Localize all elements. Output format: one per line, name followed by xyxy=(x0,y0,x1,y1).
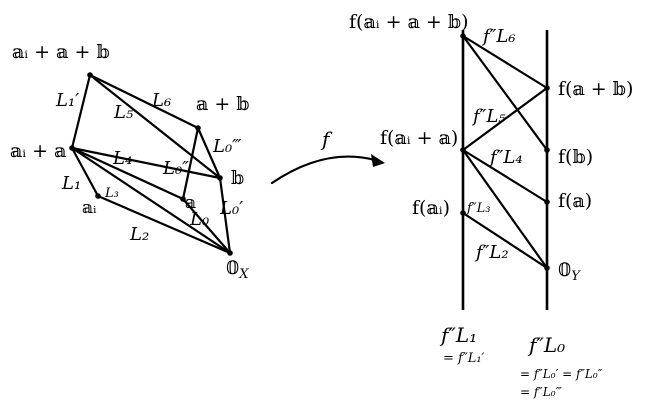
vertex-a xyxy=(180,196,186,202)
right-figure: f(𝕒ᵢ + 𝕒 + 𝕓) f(𝕒 + 𝕓) f(𝕒ᵢ + 𝕒) f(𝕓) f(… xyxy=(349,11,633,399)
label-zero-symbol: 𝟘 xyxy=(226,257,239,279)
label-zero: 𝟘X xyxy=(226,257,249,282)
edge-L0p xyxy=(218,176,232,255)
note-right-eq1: = f″L₀′ = f″L₀″ xyxy=(520,367,603,381)
edge-L5 xyxy=(88,73,222,180)
edge-L0pp xyxy=(181,126,200,201)
label-zero-y-symbol: 𝟘 xyxy=(558,259,571,281)
left-figure: 𝕒ᵢ + 𝕒 + 𝕓 𝕒 + 𝕓 𝕒ᵢ + 𝕒 𝕒ᵢ 𝕒 𝕓 𝟘X L₁′ L₅… xyxy=(10,41,250,282)
label-zero-sub: X xyxy=(238,267,249,282)
vertex-b xyxy=(217,175,223,181)
label-fL4: f″L₄ xyxy=(488,147,523,168)
label-ai: 𝕒ᵢ xyxy=(82,198,97,218)
note-left-eq: = f″L₁′ xyxy=(443,351,485,366)
label-zero-y: 𝟘Y xyxy=(558,259,581,284)
label-L0ppp: L₀‴ xyxy=(212,136,242,157)
label-L4: L₄ xyxy=(112,148,132,169)
vertex-ai-a xyxy=(69,145,75,151)
label-fL5: f″L₅ xyxy=(471,106,506,127)
label-a-b: 𝕒 + 𝕓 xyxy=(196,93,250,115)
label-a: 𝕒 xyxy=(185,193,196,213)
label-fL2: f″L₂ xyxy=(474,242,509,263)
label-L0pp: L₀″ xyxy=(162,158,189,179)
label-map-f: f xyxy=(320,127,333,151)
label-fL3: f″L₃ xyxy=(466,201,491,216)
label-f-ai-a: f(𝕒ᵢ + 𝕒) xyxy=(380,127,458,149)
label-f-ai-a-b: f(𝕒ᵢ + 𝕒 + 𝕓) xyxy=(349,11,469,33)
vertex-ai-a-b xyxy=(87,72,93,78)
label-fL6: f″L₆ xyxy=(481,26,516,47)
label-f-a-b: f(𝕒 + 𝕓) xyxy=(558,78,633,100)
edge-f-ai-a-to-a-b xyxy=(461,86,549,152)
label-f-ai: f(𝕒ᵢ) xyxy=(412,197,450,219)
note-left-main: f″L₁ xyxy=(439,323,477,347)
label-f-b: f(𝕓) xyxy=(558,146,593,168)
vertex-ai xyxy=(95,193,101,199)
point-f-ai-a-b xyxy=(460,33,466,39)
label-L1: L₁ xyxy=(61,173,81,194)
label-L5: L₅ xyxy=(113,102,133,123)
edge-L0 xyxy=(181,197,232,255)
label-L3: L₃ xyxy=(104,186,119,201)
label-ai-a-b: 𝕒ᵢ + 𝕒 + 𝕓 xyxy=(12,41,110,63)
label-zero-y-sub: Y xyxy=(571,269,581,284)
point-zero-y xyxy=(544,265,550,271)
note-right-main: f″L₀ xyxy=(527,333,565,357)
edge-fL4 xyxy=(461,148,549,204)
point-f-b xyxy=(544,147,550,153)
edge-to-a xyxy=(70,146,185,201)
point-f-ai xyxy=(460,210,466,216)
vertex-a-b xyxy=(195,125,201,131)
edge-L3 xyxy=(96,194,232,255)
edge-fL2 xyxy=(461,211,549,270)
point-f-a-b xyxy=(544,85,550,91)
label-L2: L₂ xyxy=(129,224,149,245)
point-f-a xyxy=(544,199,550,205)
label-ai-a: 𝕒ᵢ + 𝕒 xyxy=(10,140,66,162)
edge-L1 xyxy=(70,146,100,198)
note-right-eq2: = f″L₀‴ xyxy=(520,385,563,399)
edge-L1p xyxy=(70,73,92,150)
vertex-zero xyxy=(227,250,233,256)
edge-fL6 xyxy=(461,34,549,90)
arrow-head-icon xyxy=(371,154,385,167)
label-b: 𝕓 xyxy=(231,167,244,189)
edge-L2 xyxy=(70,146,232,255)
edge-L4 xyxy=(70,146,222,180)
edge-fL5 xyxy=(461,34,549,152)
edge-fL3 xyxy=(461,148,549,270)
label-L0: L₀ xyxy=(189,209,209,230)
edge-L0ppp xyxy=(196,126,222,180)
point-f-ai-a xyxy=(460,147,466,153)
edge-L6 xyxy=(88,73,200,130)
label-L6: L₆ xyxy=(151,90,171,111)
label-L1p: L₁′ xyxy=(55,90,79,111)
label-L0p: L₀′ xyxy=(219,198,243,219)
label-f-a: f(𝕒) xyxy=(558,190,592,212)
map-arrow: f xyxy=(270,127,385,185)
